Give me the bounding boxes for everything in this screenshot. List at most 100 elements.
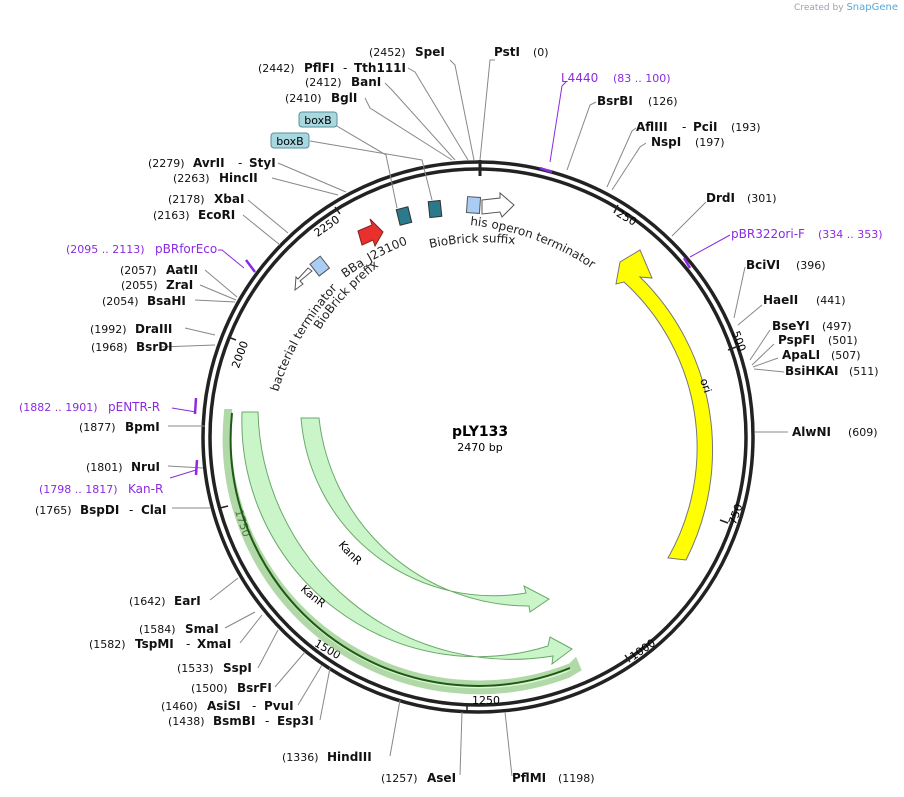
enzyme-SpeI[interactable]: (2452)SpeI [369, 45, 445, 59]
enzyme-HaeII[interactable]: HaeII(441) [763, 293, 846, 307]
svg-text:EarI: EarI [174, 594, 201, 608]
enzyme-AlwNI[interactable]: AlwNI(609) [792, 425, 878, 439]
primer-pENTR-R[interactable]: (1882 .. 1901)pENTR-R [19, 400, 160, 414]
enzyme-TspMI[interactable]: (1582)TspMI-XmaI [89, 637, 231, 651]
enzyme-AsiSI[interactable]: (1460)AsiSI-PvuI [161, 699, 294, 713]
enzyme-BsaHI[interactable]: (2054)BsaHI [102, 294, 186, 308]
enzyme-BsiHKAI[interactable]: BsiHKAI(511) [785, 364, 879, 378]
ori-label: ori [697, 377, 714, 395]
enzyme-AflIII[interactable]: AflIII-PciI(193) [636, 120, 761, 134]
enzyme-PstI[interactable]: PstI(0) [494, 45, 549, 59]
svg-text:(197): (197) [695, 136, 725, 149]
svg-text:DrdI: DrdI [706, 191, 735, 205]
svg-text:(1992): (1992) [90, 323, 127, 336]
svg-text:(1642): (1642) [129, 595, 166, 608]
enzyme-BanI[interactable]: (2412)BanI [305, 75, 381, 89]
svg-text:(1257): (1257) [381, 772, 418, 785]
tick-label: 750 [726, 502, 745, 526]
ori-feature [615, 249, 714, 561]
svg-text:(1500): (1500) [191, 682, 228, 695]
svg-text:(2452): (2452) [369, 46, 406, 59]
primer-pBRforEco[interactable]: (2095 .. 2113)pBRforEco [66, 242, 217, 256]
svg-text:(2163): (2163) [153, 209, 190, 222]
enzyme-SmaI[interactable]: (1584)SmaI [139, 622, 219, 636]
svg-text:HaeII: HaeII [763, 293, 798, 307]
svg-text:(1798 .. 1817): (1798 .. 1817) [39, 483, 118, 496]
enzyme-NspI[interactable]: NspI(197) [651, 135, 725, 149]
svg-text:(334 .. 353): (334 .. 353) [818, 228, 883, 241]
enzyme-BsrDI[interactable]: (1968)BsrDI [91, 340, 173, 354]
boxb-1-callout [298, 111, 338, 128]
enzyme-EcoRI[interactable]: (2163) EcoRI [153, 208, 235, 222]
svg-text:ApaLI: ApaLI [782, 348, 820, 362]
enzyme-PflFI[interactable]: (2442)PflFI-Tth111I [258, 61, 406, 75]
svg-text:pBRforEco: pBRforEco [155, 242, 217, 256]
svg-text:(1438): (1438) [168, 715, 205, 728]
svg-text:(2057): (2057) [120, 264, 157, 277]
enzyme-BsrBI[interactable]: BsrBI(126) [597, 94, 678, 108]
enzyme-AvrII[interactable]: (2279)AvrII-StyI [148, 156, 276, 170]
enzyme-BpmI[interactable]: (1877)BpmI [79, 420, 160, 434]
enzyme-BciVI[interactable]: BciVI(396) [746, 258, 826, 272]
enzyme-HincII[interactable]: (2263)HincII [173, 171, 258, 185]
tick-750: 750 [719, 502, 746, 526]
svg-text:PflMI: PflMI [512, 771, 546, 785]
enzyme-ZraI[interactable]: (2055)ZraI [121, 278, 193, 292]
enzyme-XbaI[interactable]: (2178)XbaI [168, 192, 244, 206]
enzyme-BsrFI[interactable]: (1500) BsrFI [191, 681, 272, 695]
enzyme-BspDI[interactable]: (1765)BspDI-ClaI [35, 503, 166, 517]
boxb-2-label: boxB [276, 135, 303, 148]
svg-text:Tth111I: Tth111I [354, 61, 406, 75]
svg-text:AatII: AatII [166, 263, 198, 277]
boxb-2-callout [270, 132, 310, 149]
biobrick-prefix-box [309, 255, 331, 277]
svg-text:AvrII: AvrII [193, 156, 225, 170]
enzyme-EarI[interactable]: (1642) EarI [129, 594, 201, 608]
kanr-inner-feature [300, 417, 550, 613]
boxb-2-feature [427, 199, 443, 219]
svg-text:BsmBI: BsmBI [213, 714, 255, 728]
primer-L4440[interactable]: L4440(83 .. 100) [561, 71, 671, 85]
svg-text:PciI: PciI [693, 120, 718, 134]
enzyme-SspI[interactable]: (1533)SspI [177, 661, 252, 675]
enzyme-HindIII[interactable]: (1336)HindIII [282, 750, 372, 764]
enzyme-ApaLI[interactable]: ApaLI (507) [782, 348, 861, 362]
enzyme-NruI[interactable]: (1801)NruI [86, 460, 160, 474]
enzyme-labels: (2452)SpeI PstI(0) (2442)PflFI-Tth111I (… [35, 45, 879, 785]
enzyme-AseI[interactable]: (1257)AseI [381, 771, 456, 785]
svg-text:(1765): (1765) [35, 504, 72, 517]
enzyme-AatII[interactable]: (2057) AatII [120, 263, 198, 277]
enzyme-PflMI[interactable]: PflMI (1198) [512, 771, 595, 785]
plasmid-size: 2470 bp [457, 441, 502, 454]
enzyme-BglI[interactable]: (2410)BglI [285, 91, 357, 105]
tick-2000: 2000 [227, 336, 251, 370]
svg-text:AflIII: AflIII [636, 120, 668, 134]
svg-text:BsrFI: BsrFI [237, 681, 272, 695]
svg-text:(507): (507) [831, 349, 861, 362]
enzyme-PspFI[interactable]: PspFI(501) [778, 333, 858, 347]
enzyme-DraIII[interactable]: (1992)DraIII [90, 322, 172, 336]
primer-pBR322ori-F[interactable]: pBR322ori-F(334 .. 353) [731, 227, 883, 241]
svg-text:(1582): (1582) [89, 638, 126, 651]
svg-text:AsiSI: AsiSI [207, 699, 241, 713]
svg-text:(1533): (1533) [177, 662, 214, 675]
primer-Kan-R[interactable]: (1798 .. 1817)Kan-R [39, 482, 163, 496]
enzyme-BseYI[interactable]: BseYI(497) [772, 319, 852, 333]
svg-text:(2054): (2054) [102, 295, 139, 308]
svg-text:(1198): (1198) [558, 772, 595, 785]
biobrick-suffix-label: BioBrick suffix [428, 231, 516, 251]
svg-text:PstI: PstI [494, 45, 520, 59]
enzyme-BsmBI[interactable]: (1438)BsmBI-Esp3I [168, 714, 314, 728]
svg-text:(126): (126) [648, 95, 678, 108]
svg-text:-: - [343, 61, 347, 75]
svg-text:-: - [682, 120, 686, 134]
svg-text:EcoRI: EcoRI [198, 208, 235, 222]
biobrick-suffix-box [465, 196, 482, 215]
svg-text:L4440: L4440 [561, 71, 598, 85]
svg-text:(2178): (2178) [168, 193, 205, 206]
svg-text:NruI: NruI [131, 460, 160, 474]
enzyme-DrdI[interactable]: DrdI(301) [706, 191, 777, 205]
svg-text:-: - [129, 503, 133, 517]
svg-text:PvuI: PvuI [264, 699, 294, 713]
boxb-1-label: boxB [304, 114, 331, 127]
